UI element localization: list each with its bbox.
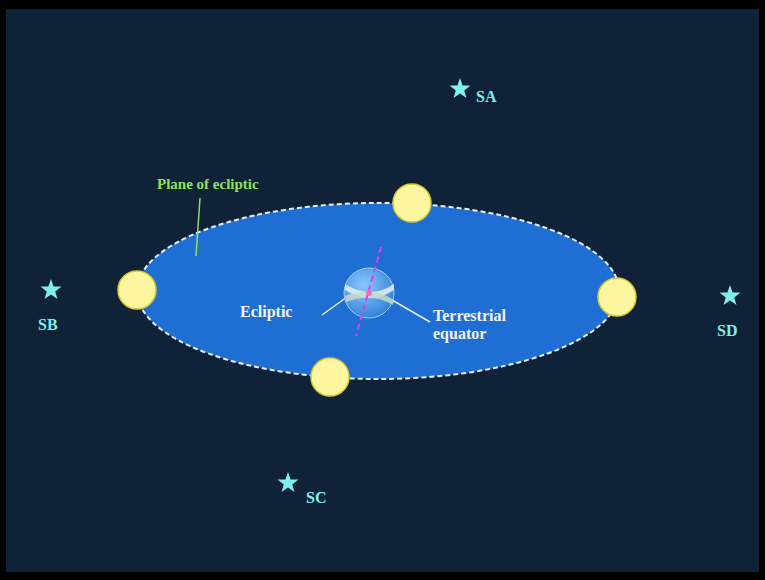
bottom-bar (0, 572, 765, 580)
star-label: SA (476, 88, 496, 106)
leader-line (322, 297, 347, 315)
star-label: SD (717, 322, 737, 340)
earth-symbol (344, 247, 394, 336)
leader-line (392, 300, 430, 322)
top-bar (0, 0, 765, 9)
right-bar (759, 0, 765, 580)
left-bar (0, 0, 6, 580)
star-symbol (41, 78, 741, 492)
leader-line (196, 198, 200, 256)
equator-label: Terrestrial equator (433, 307, 553, 342)
sun-symbol (118, 184, 636, 396)
star-label: SC (306, 489, 326, 507)
ecliptic-label: Ecliptic (240, 303, 292, 321)
ecliptic-plane (137, 203, 619, 379)
star-label: SB (38, 316, 58, 334)
plane-label: Plane of ecliptic (157, 176, 259, 193)
